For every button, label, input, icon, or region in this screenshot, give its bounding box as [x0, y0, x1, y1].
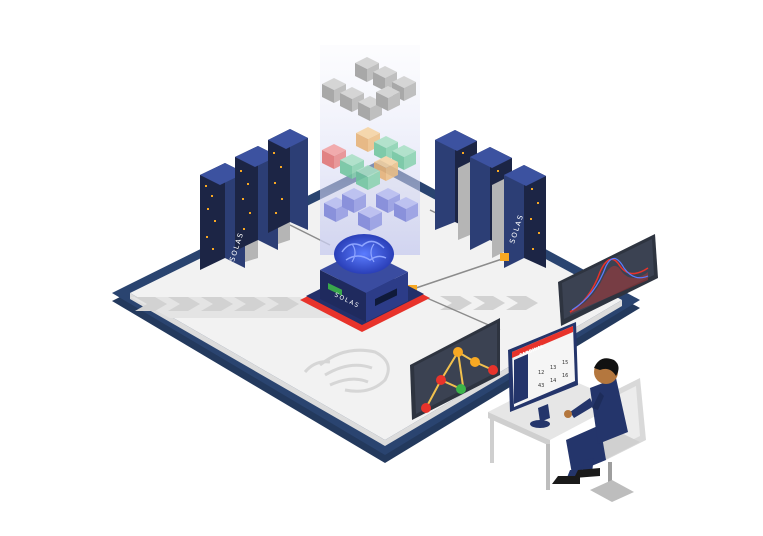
- server-rack-right-3: [492, 165, 546, 268]
- server-rack-left-3: [268, 129, 308, 233]
- curve-chart-panel: [558, 234, 658, 326]
- phoenix-icon: [303, 348, 390, 393]
- purple-cubes: [324, 188, 418, 231]
- cal-number: 15: [562, 360, 568, 366]
- curve-chart-icon: [569, 257, 649, 314]
- color-cubes: [322, 127, 416, 190]
- cal-number: 14: [550, 378, 556, 384]
- cal-number: 16: [562, 373, 568, 379]
- graph-panel: [410, 318, 500, 420]
- gray-cubes: [322, 57, 416, 121]
- cal-number: 12: [538, 370, 544, 376]
- monitor: CARDINAL 12 13 15 43 14 16: [508, 322, 578, 428]
- person: [552, 358, 628, 484]
- graph-icon: [421, 347, 498, 413]
- ai-core-unit: SOLAS: [300, 234, 430, 332]
- cal-number: 13: [550, 365, 556, 371]
- chevron-arrow-icon: [135, 296, 538, 311]
- connector-plug: [500, 253, 509, 261]
- cal-number: 43: [538, 383, 544, 389]
- brain-icon: [334, 234, 394, 274]
